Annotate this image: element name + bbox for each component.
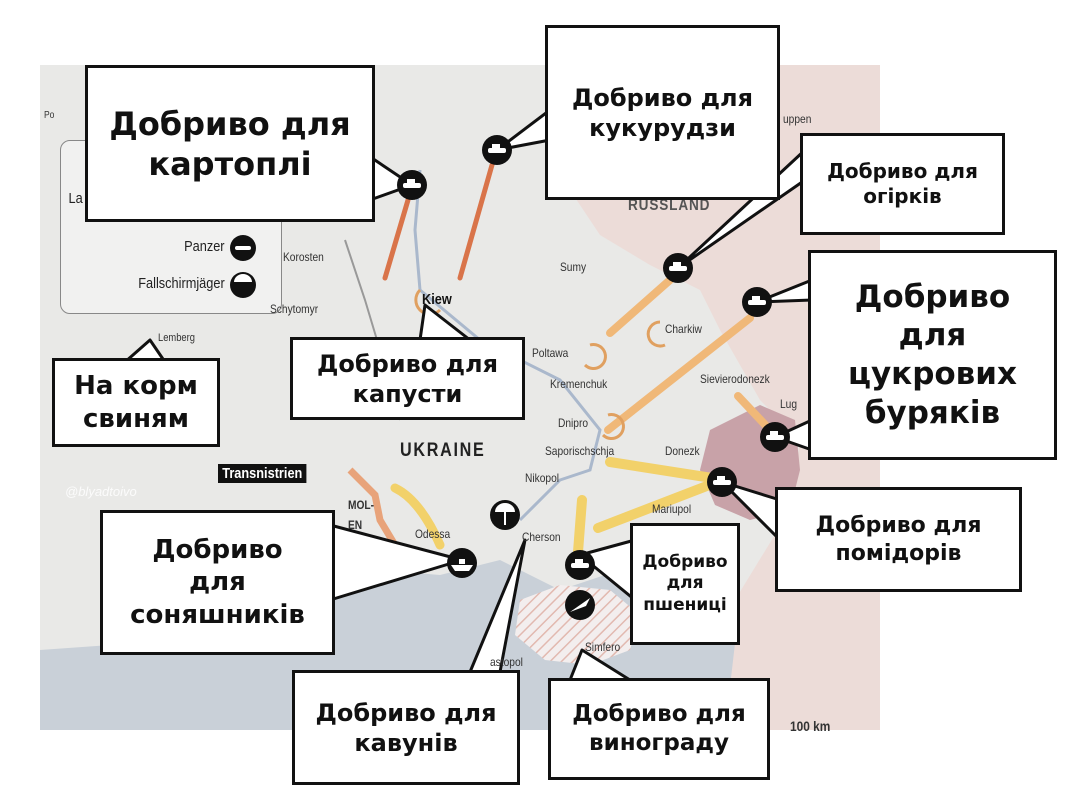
callout-line: винограду [589, 730, 729, 756]
legend-label-panzer: Panzer [184, 238, 225, 255]
tank-icon [663, 253, 693, 283]
callout-line: Добриво для [315, 698, 497, 727]
callout-line: для [189, 567, 246, 598]
callout-line: Добриво [854, 278, 1011, 315]
city-dnipro: Dnipro [558, 416, 589, 430]
callout-line: свиням [83, 403, 189, 434]
parachute-icon [490, 500, 520, 530]
city-odessa: Odessa [415, 527, 451, 541]
city-kiew: Kiew [422, 291, 452, 308]
scale-label: 100 km [790, 718, 831, 734]
callout-line: помідорів [835, 540, 962, 566]
plane-icon [565, 590, 595, 620]
callout-line: буряків [864, 394, 1001, 431]
city-simferopol: Simfero [585, 640, 621, 654]
city-lemberg: Lemberg [158, 332, 195, 344]
callout-line: капусти [352, 379, 463, 408]
callout-line: Добриво для [572, 701, 746, 728]
city-korosten: Korosten [283, 250, 324, 264]
edge-label-left: Po [44, 110, 55, 121]
transnistria-border [347, 467, 399, 547]
callout-line: Добриво [152, 534, 283, 565]
label-transnistria: Transnistrien [218, 464, 307, 483]
watermark: @blyadtoivo [65, 484, 137, 499]
city-lug: Lug [780, 397, 798, 411]
legend-partial-label: La [68, 190, 83, 207]
tank-icon [742, 287, 772, 317]
city-donezk: Donezk [665, 444, 700, 458]
city-sevastopol: astopol [490, 655, 523, 669]
tank-icon [397, 170, 427, 200]
city-sievierodonezk: Sievierodonezk [700, 372, 770, 386]
callout-line: картоплі [148, 144, 312, 183]
city-poltawa: Poltawa [532, 346, 569, 360]
city-mariupol: Mariupol [652, 502, 692, 516]
crimea-region [515, 585, 640, 665]
country-label-russia: RUSSLAND [628, 197, 711, 214]
city-saporischschja: Saporischschja [545, 444, 615, 458]
callout-line: пшениці [643, 594, 727, 615]
dnipro-river [413, 169, 602, 522]
callout-line: кавунів [354, 728, 458, 757]
attack-arrows [382, 162, 774, 557]
label-moldova-partial-2: EN [348, 518, 363, 532]
callout-line: Добриво для [571, 83, 754, 112]
country-label-ukraine: UKRAINE [400, 440, 486, 461]
callout-line: Добриво для [109, 104, 351, 143]
edge-label-right: uppen [783, 112, 812, 126]
city-nikopol: Nikopol [525, 471, 560, 485]
callout-line: кукурудзи [589, 113, 736, 142]
callout-line: цукрових [847, 356, 1018, 392]
tank-icon [482, 135, 512, 165]
label-moldova-partial: MOL- [348, 498, 375, 512]
callout-line: На корм [74, 371, 198, 401]
callout-line: для [898, 317, 967, 354]
tank-icon [760, 422, 790, 452]
callout-line: Добриво для [827, 159, 978, 183]
callout-line: огірків [863, 184, 942, 208]
city-schytomyr: Schytomyr [270, 302, 319, 316]
legend-label-paratroopers: Fallschirmjäger [138, 275, 225, 292]
tank-icon [707, 467, 737, 497]
callout-line: для [666, 573, 704, 594]
ship-icon [447, 548, 477, 578]
callout-line: Добриво для [815, 513, 982, 538]
city-sumy: Sumy [560, 260, 587, 274]
tank-icon [565, 550, 595, 580]
callout-line: Добриво для [316, 349, 499, 378]
city-kremenchuk: Kremenchuk [550, 377, 608, 391]
city-cherson: Cherson [522, 530, 561, 544]
callout-line: Добриво [642, 552, 728, 573]
city-charkiw: Charkiw [665, 322, 702, 336]
callout-line: соняшників [130, 599, 305, 630]
